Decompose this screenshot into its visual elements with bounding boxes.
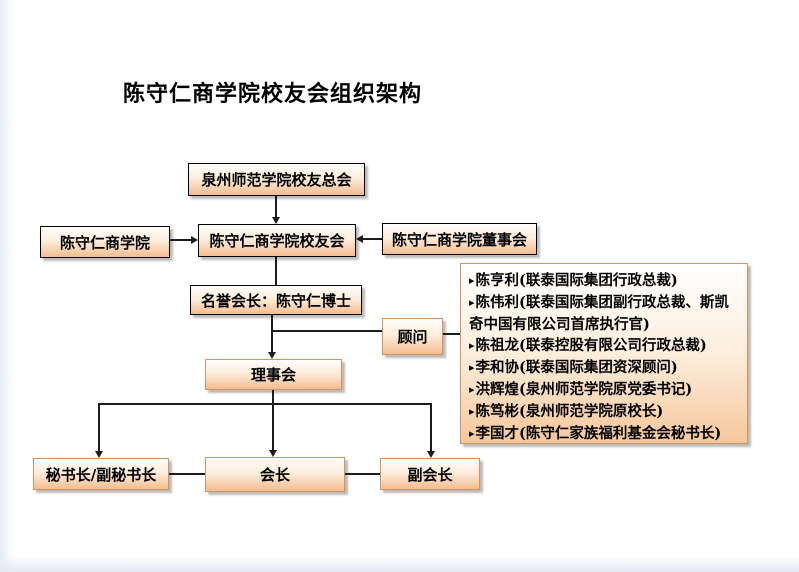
arrowhead-down-icon — [272, 217, 280, 224]
bullet-triangle-icon: ▸ — [469, 427, 475, 440]
connector-advisor-to-list — [443, 333, 460, 335]
bullet-triangle-icon: ▸ — [469, 339, 475, 352]
arrowhead-down-icon — [95, 451, 103, 458]
bullet-triangle-icon: ▸ — [469, 296, 475, 309]
connector-to-secretary — [98, 403, 100, 451]
node-alumni-federation: 泉州师范学院校友总会 — [188, 163, 365, 196]
page-edge-left-decoration — [0, 0, 14, 572]
advisor-list: ▸陈亨利(联泰国际集团行政总裁) ▸陈伟利(联泰国际集团副行政总裁、斯凯奇中国有限… — [460, 263, 748, 444]
connector-board-to-alumni — [363, 238, 382, 240]
advisor-item: ▸李国才(陈守仁家族福利基金会秘书长) — [469, 425, 722, 442]
connector-honorary-to-council — [271, 315, 273, 352]
bullet-triangle-icon: ▸ — [469, 383, 475, 396]
connector-to-vice-president — [430, 403, 432, 451]
node-honorary-president: 名誉会长：陈守仁博士 — [190, 285, 362, 315]
advisor-item: ▸洪辉煌(泉州师范学院原党委书记) — [469, 381, 693, 398]
connector-school-to-alumni — [170, 239, 191, 241]
bullet-triangle-icon: ▸ — [469, 405, 475, 418]
node-advisor: 顾问 — [382, 318, 443, 355]
node-label: 副会长 — [407, 465, 453, 484]
node-council: 理事会 — [205, 359, 342, 390]
arrowhead-left-icon — [356, 235, 363, 243]
advisor-item: ▸陈亨利(联泰国际集团行政总裁) — [469, 272, 678, 289]
node-board-of-directors: 陈守仁商学院董事会 — [382, 223, 537, 255]
connector-branch-bar — [98, 403, 432, 405]
node-label: 陈守仁商学院董事会 — [391, 230, 527, 249]
connector-line-to-advisor — [271, 330, 382, 332]
arrowhead-down-icon — [269, 450, 277, 457]
node-secretary-general: 秘书长/副秘书长 — [33, 458, 169, 490]
connector-council-trunk — [272, 390, 274, 404]
bullet-triangle-icon: ▸ — [469, 274, 475, 287]
node-label: 秘书长/副秘书长 — [45, 465, 157, 484]
node-vice-president: 副会长 — [380, 458, 480, 490]
arrowhead-down-icon — [427, 451, 435, 458]
node-label: 陈守仁商学院 — [59, 233, 150, 252]
advisor-item: ▸李和协(联泰国际集团资深顾问) — [469, 359, 678, 376]
node-label: 顾问 — [397, 328, 428, 346]
node-president: 会长 — [205, 457, 345, 492]
node-business-school: 陈守仁商学院 — [40, 226, 170, 258]
advisor-item: ▸陈笃彬(泉州师范学院原校长) — [469, 403, 664, 420]
bullet-triangle-icon: ▸ — [469, 361, 475, 374]
node-label: 会长 — [259, 466, 290, 484]
connector-secretary-president — [169, 473, 205, 475]
connector-to-president — [272, 403, 274, 450]
node-label: 泉州师范学院校友总会 — [201, 171, 352, 189]
page-title: 陈守仁商学院校友会组织架构 — [123, 81, 423, 107]
node-label: 陈守仁商学院校友会 — [209, 232, 345, 250]
arrowhead-right-icon — [191, 236, 198, 244]
advisor-item: ▸陈伟利(联泰国际集团副行政总裁、斯凯奇中国有限公司首席执行官) — [469, 294, 729, 333]
connector-alumni-to-honorary — [275, 257, 277, 285]
node-label: 名誉会长：陈守仁博士 — [200, 291, 351, 310]
arrowhead-down-icon — [268, 352, 276, 359]
node-school-alumni-association: 陈守仁商学院校友会 — [198, 224, 356, 257]
connector-president-vice — [345, 473, 380, 475]
node-label: 理事会 — [250, 366, 296, 384]
connector-top-to-alumni — [275, 196, 277, 217]
page-edge-bottom-decoration — [0, 556, 799, 572]
advisor-item: ▸陈祖龙(联泰控股有限公司行政总裁) — [469, 337, 707, 354]
